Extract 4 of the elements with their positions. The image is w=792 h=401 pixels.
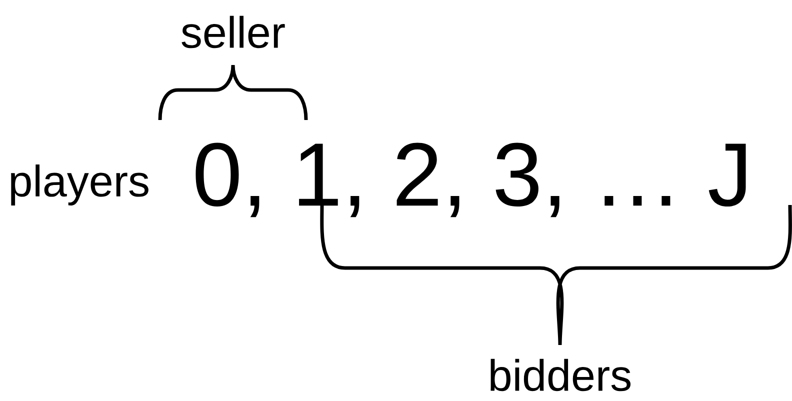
- role-label: seller: [182, 16, 285, 48]
- row-label: players: [11, 164, 148, 206]
- role-label: bidders: [490, 358, 631, 392]
- number-sequence: 0, 1, 2, 3, … J: [196, 142, 746, 218]
